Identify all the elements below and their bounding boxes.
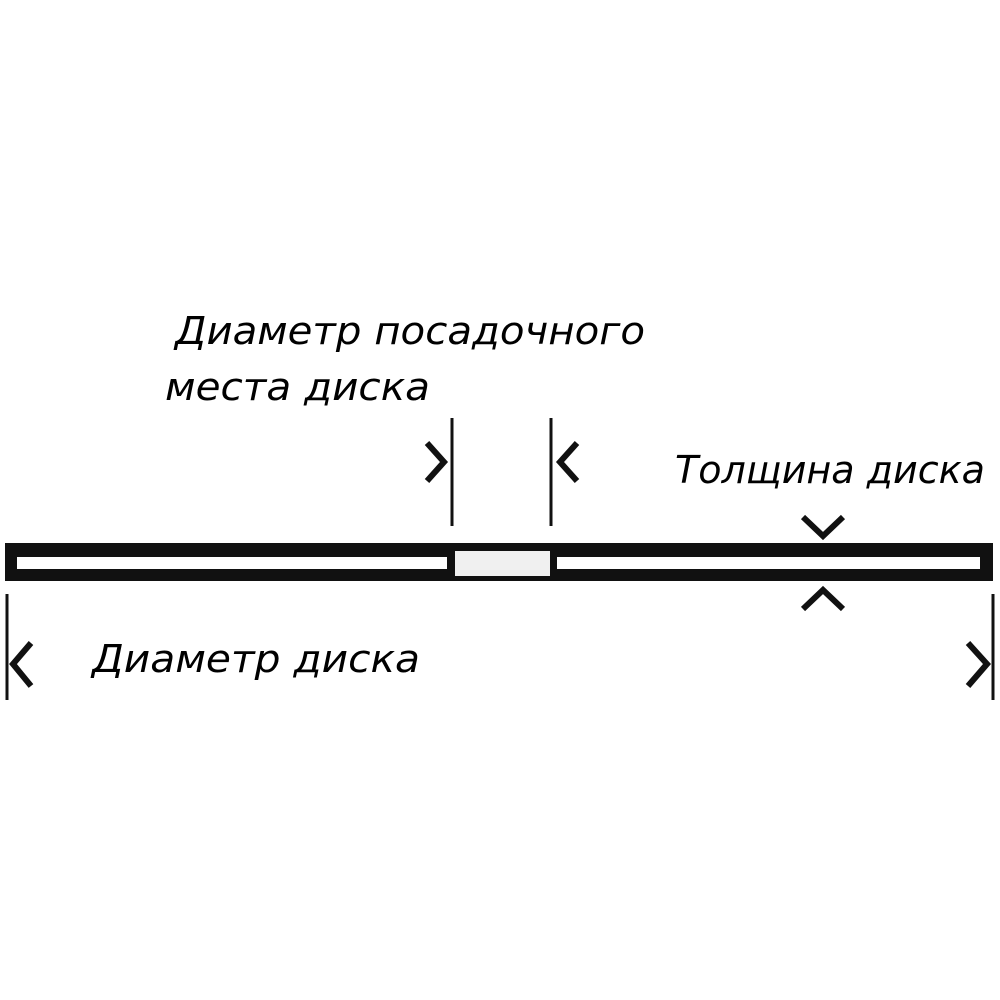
disc-right-slot [557,557,980,569]
disc-left-slot [17,557,447,569]
thickness-label: Толщина диска [675,448,985,492]
disc-diameter-label: Диаметр диска [90,637,420,681]
thickness-arrow-up-icon [800,585,846,612]
bore-diameter-label-line1: Диаметр посадочного [173,309,645,353]
bore-arrow-right-icon [424,440,449,484]
diameter-arrow-right-icon [965,640,992,688]
diameter-arrow-left-icon [9,641,34,688]
bore-diameter-label-line2: места диска [165,365,430,409]
disc-hub-bore [455,551,550,576]
thickness-arrow-down-icon [800,514,846,541]
bore-arrow-left-icon [555,440,580,484]
